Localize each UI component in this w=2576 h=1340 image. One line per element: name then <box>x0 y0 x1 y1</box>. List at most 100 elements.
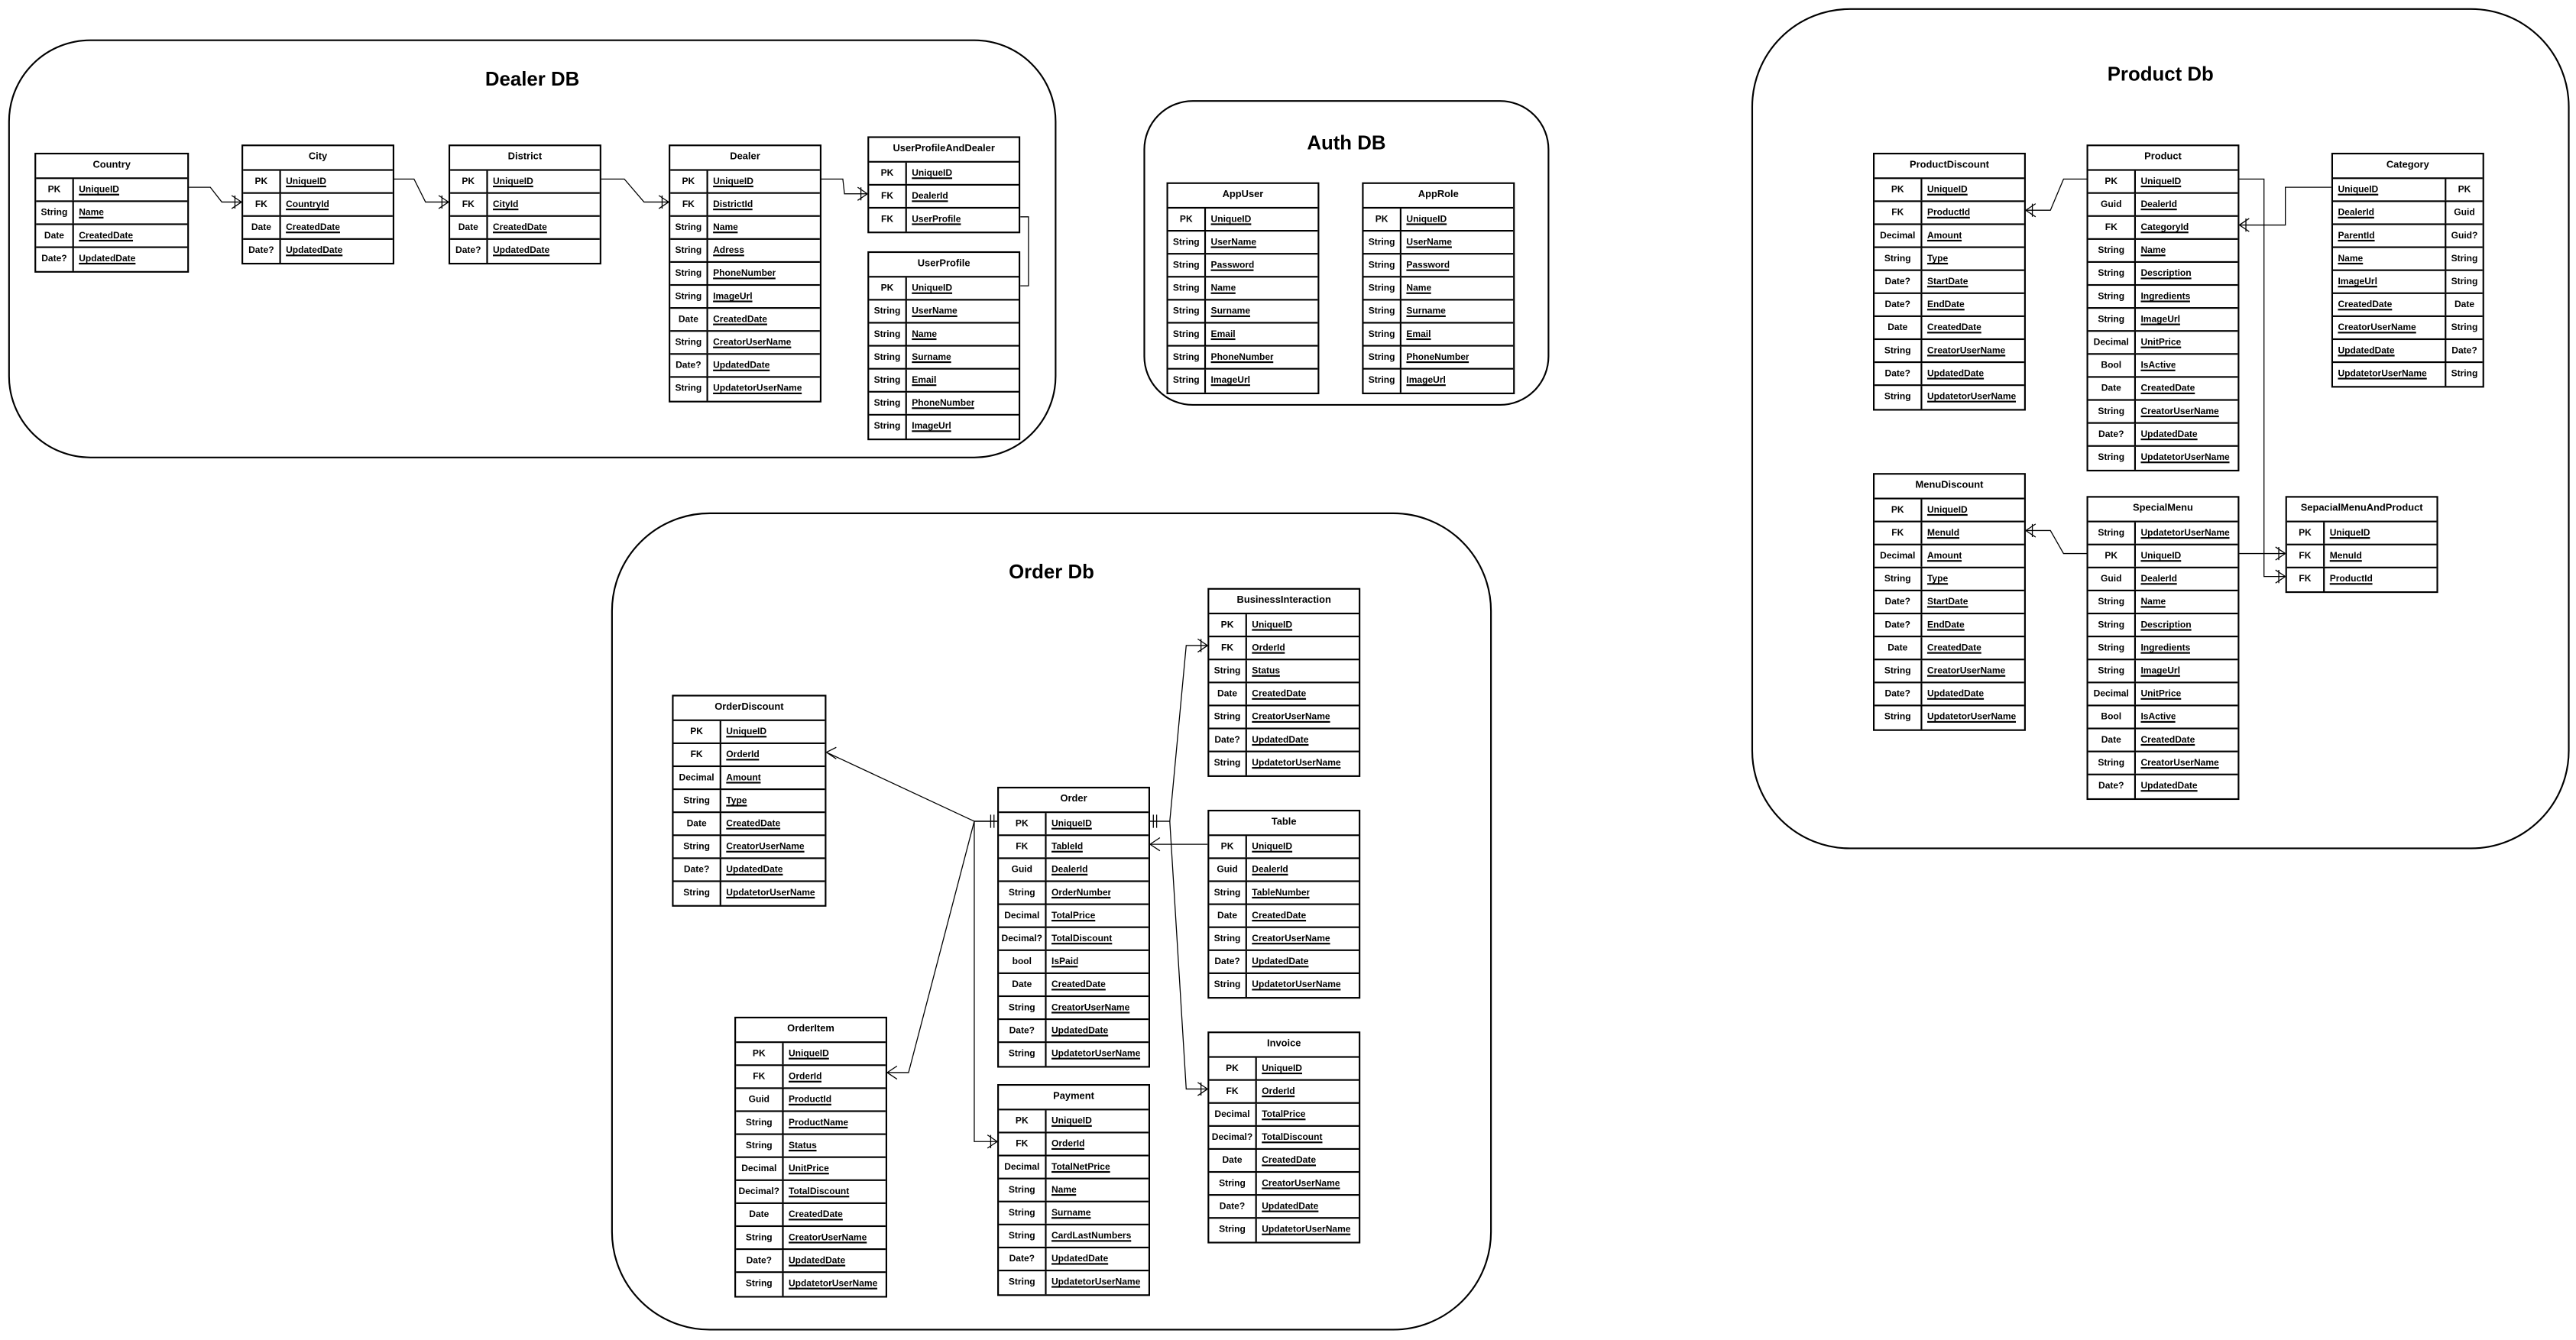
column-name: ImageUrl <box>912 422 951 432</box>
column-name: IsPaid <box>1051 957 1079 968</box>
entity-row: Date?UpdatedDate <box>2333 340 2483 364</box>
column-type: String <box>1168 254 1207 277</box>
column-name: UniqueID <box>726 727 767 738</box>
column-name: Surname <box>912 353 951 364</box>
column-name: CreatorUserName <box>726 842 805 853</box>
column-name: CreatedDate <box>2140 384 2195 394</box>
column-name: CreatedDate <box>1252 911 1307 922</box>
column-name: Password <box>1210 261 1255 271</box>
column-type: String <box>736 1273 784 1296</box>
entity-name: ProductDiscount <box>1874 154 2024 180</box>
column-type: String <box>1168 369 1207 393</box>
column-name: UpdatedDate <box>1262 1202 1319 1212</box>
column-name: Ingredients <box>2140 643 2191 654</box>
column-type: String <box>1168 323 1207 345</box>
column-type: String <box>1364 231 1401 254</box>
column-name: CreatedDate <box>726 819 781 830</box>
column-type: PK <box>1874 179 1923 201</box>
column-name: Description <box>2140 269 2192 280</box>
entity-name: District <box>450 146 600 171</box>
column-type: Date <box>1874 637 1923 659</box>
column-type: PK <box>2088 170 2137 193</box>
column-name: UniqueID <box>2140 177 2182 188</box>
column-name: DealerId <box>912 192 948 202</box>
connector-dealer-userprofileanddealer <box>821 178 868 195</box>
entity-row: Date?UpdatedDate <box>999 1248 1149 1272</box>
column-type: String <box>1874 660 1923 682</box>
column-name: CreatorUserName <box>1926 346 2006 357</box>
column-type: PK <box>869 277 907 299</box>
entity-name: BusinessInteraction <box>1209 590 1359 615</box>
column-type: String <box>1209 882 1247 904</box>
column-name: UniqueID <box>1252 842 1293 853</box>
column-type: Date? <box>1874 293 1923 316</box>
entity-name: OrderItem <box>736 1018 886 1044</box>
column-type: Date? <box>1209 950 1247 973</box>
connector-userprofile-userprofileanddealer <box>1020 216 1029 286</box>
column-name: CreatedDate <box>1252 690 1307 700</box>
column-type: FK <box>2287 545 2325 567</box>
column-name: TotalPrice <box>1262 1110 1306 1121</box>
column-type: String <box>2088 591 2137 613</box>
entity-row: Date?UpdatedDate <box>450 239 600 263</box>
column-type: String <box>736 1134 784 1157</box>
column-type: PK <box>1209 614 1247 636</box>
column-name: TotalDiscount <box>1262 1133 1323 1144</box>
column-type: String <box>1209 1219 1257 1242</box>
entity-row: Decimal?TotalDiscount <box>1209 1126 1359 1151</box>
column-name: CreatorUserName <box>1262 1179 1340 1189</box>
column-type: Decimal <box>736 1157 784 1180</box>
entity-row: Date?UpdatedDate <box>36 248 187 271</box>
column-type: String <box>869 369 907 391</box>
column-name: Password <box>1406 261 1450 271</box>
column-name: UniqueID <box>1210 215 1252 225</box>
entity-name: MenuDiscount <box>1874 474 2024 500</box>
column-type: Guid <box>1209 859 1247 881</box>
column-name: UpdatetorUserName <box>726 888 815 899</box>
column-name: CategoryId <box>2140 223 2189 234</box>
column-type: String <box>670 263 708 284</box>
entity-name: Product <box>2088 146 2238 171</box>
column-type: Date? <box>1209 729 1247 751</box>
column-type: Guid <box>2445 202 2482 224</box>
column-name: DealerId <box>1051 866 1088 876</box>
column-type: FK <box>1209 637 1247 659</box>
column-name: Email <box>1406 330 1431 341</box>
column-name: UpdatetorUserName <box>1926 713 2017 723</box>
column-name: UpdatetorUserName <box>1051 1049 1141 1060</box>
column-name: UniqueID <box>286 177 326 188</box>
column-name: CountryId <box>286 200 329 211</box>
column-name: CreatedDate <box>286 223 340 234</box>
entity-row: Date?UpdatedDate <box>736 1250 886 1274</box>
column-type: String <box>36 202 74 224</box>
column-type: PK <box>670 170 708 193</box>
column-name: UpdatetorUserName <box>2140 529 2230 539</box>
